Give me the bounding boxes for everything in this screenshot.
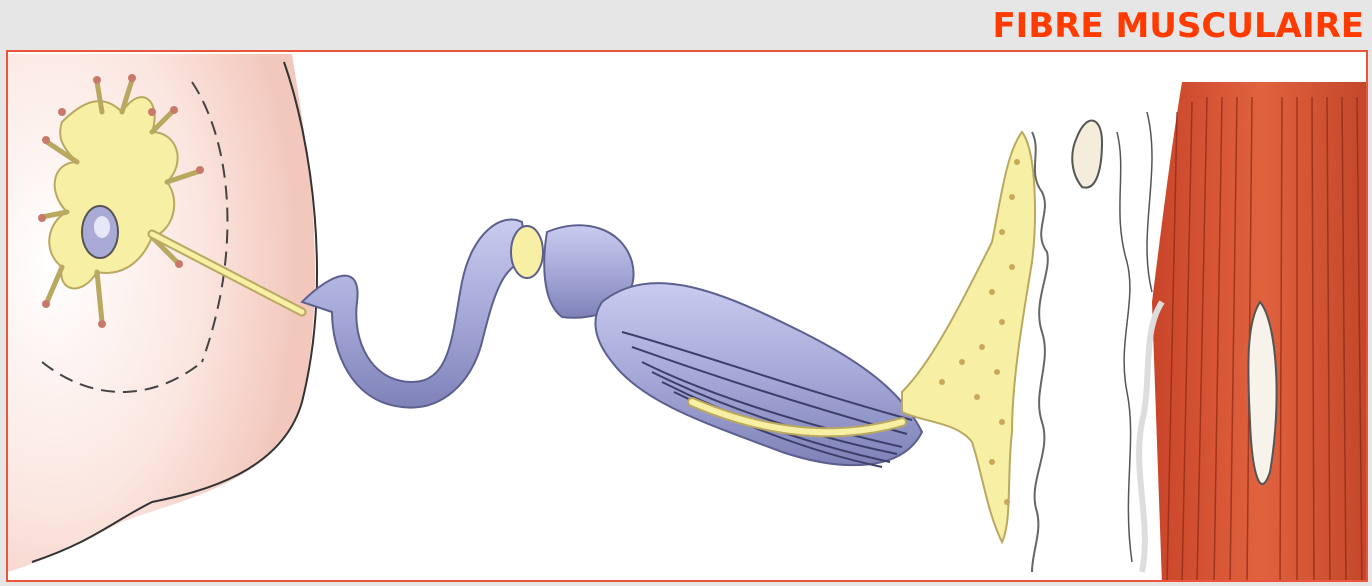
myelin-sheath (302, 220, 922, 468)
motor-end-plate (902, 132, 1048, 572)
neuron-diagram (8, 52, 1368, 582)
diagram-frame (6, 50, 1368, 582)
spinal-cord-region (8, 54, 315, 572)
vesicle (1072, 121, 1102, 188)
muscle-fiber-label: FIBRE MUSCULAIRE (992, 6, 1364, 46)
muscle-fiber (1117, 82, 1368, 582)
